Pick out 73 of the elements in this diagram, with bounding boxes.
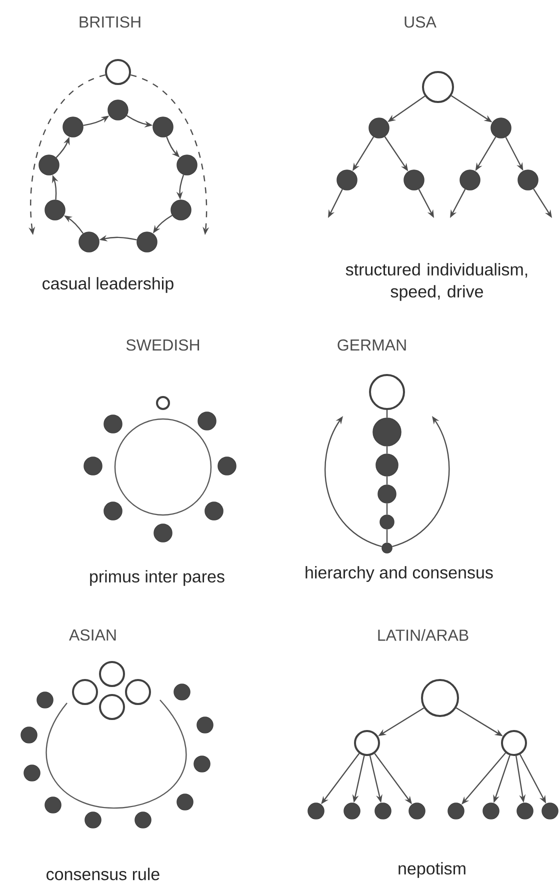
filled-dot — [20, 726, 38, 744]
caption: consensus rule — [46, 868, 160, 880]
filled-dot — [380, 514, 394, 530]
panel-title: BRITISH — [80, 16, 140, 28]
hollow-circle — [156, 396, 170, 410]
hollow-circle — [501, 730, 527, 756]
filled-dot — [198, 412, 216, 430]
filled-dot — [108, 100, 128, 120]
panel-title: USA — [404, 16, 436, 28]
filled-dot — [448, 802, 464, 820]
filled-dot — [78, 232, 100, 252]
caption: structured individualism, speed, drive — [346, 263, 528, 301]
connector-line — [386, 529, 388, 543]
filled-dot — [104, 502, 122, 520]
filled-dot — [104, 414, 122, 434]
filled-dot — [344, 802, 360, 820]
filled-dot — [374, 802, 392, 820]
filled-dot — [376, 454, 398, 476]
filled-dot — [336, 170, 358, 190]
connector-line — [386, 446, 388, 454]
filled-dot — [194, 756, 210, 772]
filled-dot — [44, 796, 62, 814]
filled-dot — [308, 802, 324, 820]
panel-title: SWEDISH — [126, 339, 200, 351]
filled-dot — [170, 200, 192, 220]
filled-dot — [408, 802, 426, 820]
filled-dot — [490, 118, 512, 138]
filled-dot — [174, 684, 190, 700]
caption: casual leadership — [42, 277, 174, 293]
filled-dot — [62, 116, 84, 138]
hollow-circle — [421, 679, 459, 717]
panel-title: GERMAN — [338, 339, 406, 351]
filled-dot — [372, 418, 402, 446]
hollow-circle — [99, 661, 125, 687]
filled-dot — [404, 170, 424, 190]
hollow-circle — [125, 679, 151, 705]
hollow-circle — [422, 71, 454, 103]
filled-dot — [196, 716, 214, 734]
hollow-circle — [369, 374, 405, 410]
filled-dot — [152, 116, 174, 138]
filled-dot — [176, 154, 198, 176]
filled-dot — [24, 764, 40, 782]
panel-title: LATIN/ARAB — [378, 629, 468, 641]
filled-dot — [460, 170, 480, 190]
filled-dot — [44, 200, 66, 220]
caption: nepotism — [398, 862, 466, 878]
filled-dot — [218, 456, 236, 476]
filled-dot — [36, 692, 54, 708]
hollow-circle — [72, 679, 98, 705]
hollow-circle — [354, 730, 380, 756]
filled-dot — [154, 524, 172, 542]
connector-line — [386, 503, 388, 515]
filled-dot — [518, 170, 538, 190]
filled-dot — [176, 794, 194, 810]
filled-dot — [368, 118, 390, 138]
filled-dot — [482, 802, 500, 820]
filled-dot — [378, 484, 396, 504]
filled-dot — [38, 154, 60, 176]
hollow-circle — [99, 694, 125, 720]
hollow-circle — [105, 59, 131, 85]
filled-dot — [84, 812, 102, 828]
filled-dot — [134, 812, 152, 828]
caption: primus inter pares — [90, 570, 224, 586]
panel-title: ASIAN — [69, 629, 116, 641]
connector-line — [386, 410, 388, 418]
filled-dot — [516, 802, 534, 820]
filled-dot — [204, 502, 224, 520]
connector-line — [386, 476, 388, 485]
filled-dot — [382, 542, 392, 554]
filled-dot — [542, 802, 558, 820]
filled-dot — [136, 232, 158, 252]
filled-dot — [84, 456, 102, 476]
caption: hierarchy and consensus — [306, 566, 493, 582]
